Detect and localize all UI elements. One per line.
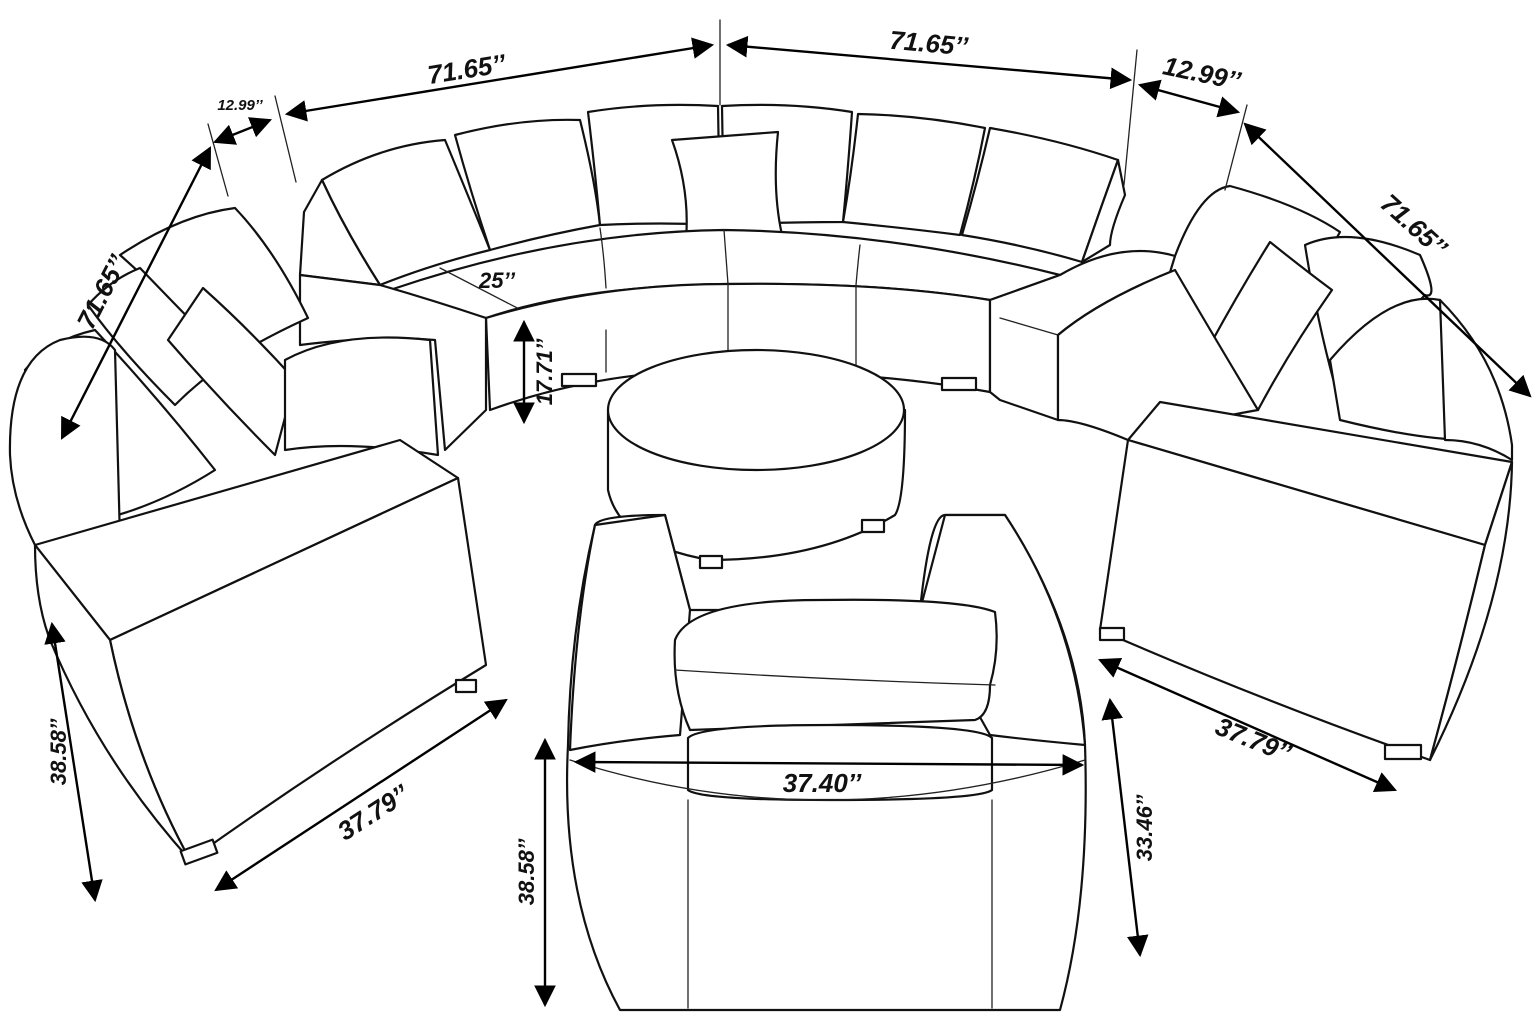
right-wedge <box>1080 158 1127 264</box>
dim-arrow-top-left <box>284 37 715 122</box>
back-cushion <box>841 112 987 237</box>
right-arm <box>1438 298 1514 462</box>
label-seat-height: 17.71’’ <box>532 338 557 405</box>
chair-left-arm <box>568 513 692 752</box>
dim-arrow-left-width <box>214 698 508 892</box>
left-arm <box>8 335 122 547</box>
chair-back-cushion <box>673 598 998 732</box>
throw-pillow <box>670 130 784 242</box>
right-seat <box>1056 268 1260 442</box>
dim-arrow-center-width <box>573 751 1085 776</box>
sofa-foot <box>1383 743 1423 761</box>
dim-arrow-right-section <box>1243 122 1532 398</box>
dim-arrow-right-width <box>1098 657 1397 793</box>
right-armchair-side <box>1428 460 1514 762</box>
dim-arrow-left-small <box>212 117 273 145</box>
dimension-lines <box>44 19 1532 1008</box>
label-center-chair-width: 37.40’’ <box>783 768 862 798</box>
label-seat-depth: 25’’ <box>478 268 516 293</box>
ottoman-foot <box>860 518 886 534</box>
label-top-right-width: 71.65’’ <box>888 25 970 62</box>
sofa-foot <box>1098 626 1126 642</box>
sofa-foot <box>560 372 598 388</box>
label-left-chair-width: 37.79’’ <box>332 778 415 846</box>
ottoman-foot <box>698 554 724 570</box>
label-right-arm-small: 12.99’’ <box>1160 50 1244 96</box>
label-top-left-width: 71.65’’ <box>425 48 508 90</box>
dim-arrow-right-small <box>1137 79 1241 118</box>
round-ottoman <box>606 348 907 570</box>
label-right-chair-width: 37.79’’ <box>1211 711 1296 769</box>
curved-sectional-back <box>298 103 1177 452</box>
left-seat <box>283 336 440 457</box>
dim-arrow-left-height <box>44 621 103 903</box>
label-left-chair-height: 38.58’’ <box>46 718 71 785</box>
label-left-arm-small: 12.99’’ <box>217 97 263 114</box>
ottoman-top <box>606 348 906 472</box>
sofa-foot <box>940 376 978 392</box>
label-center-chair-height: 38.58’’ <box>514 838 539 905</box>
label-right-chair-height: 33.46’’ <box>1132 794 1157 861</box>
dim-arrow-left-section <box>60 146 212 440</box>
dim-arrow-top-right <box>725 35 1133 90</box>
chair-right-arm <box>918 513 1087 747</box>
sofa-foot <box>454 678 478 694</box>
